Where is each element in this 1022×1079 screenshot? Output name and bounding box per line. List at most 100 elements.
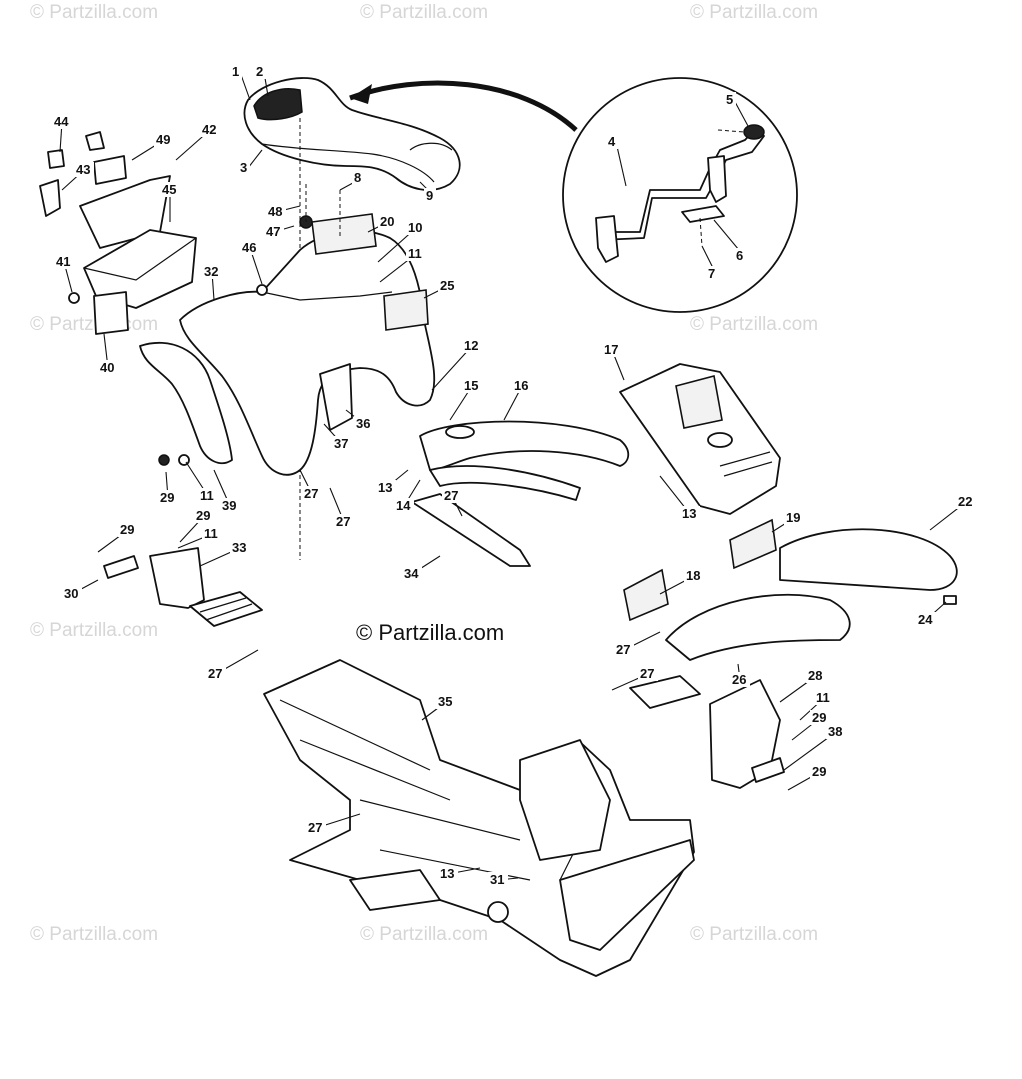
callout-34: 34: [404, 566, 419, 581]
storage-decal: [93, 291, 129, 335]
callout-40: 40: [100, 360, 114, 375]
callout-18: 18: [686, 568, 700, 583]
callout-26: 26: [732, 672, 746, 687]
callout-background: [462, 378, 482, 393]
callout-27: 27: [444, 488, 458, 503]
rear-right-fender: [779, 528, 958, 591]
watermark-text: © Partzilla.com: [690, 314, 818, 335]
frame-footpeg: [349, 869, 441, 911]
callout-background: [810, 764, 830, 779]
callout-background: [684, 568, 704, 583]
right-fender-group: [623, 518, 958, 789]
watermark-text: © Partzilla.com: [690, 2, 818, 23]
callout-29: 29: [160, 490, 174, 505]
callout-background: [266, 204, 286, 219]
latch-screw-line: [717, 129, 745, 133]
callout-3: 3: [240, 160, 247, 175]
seat-tail-curve: [409, 142, 453, 151]
callout-background: [602, 342, 622, 357]
callout-background: [206, 666, 226, 681]
front-fender-panel: [411, 493, 531, 567]
callout-16: 16: [514, 378, 528, 393]
callout-background: [62, 586, 82, 601]
callout-13: 13: [682, 506, 696, 521]
pod-vents: [719, 451, 773, 477]
callout-background: [332, 436, 352, 451]
callout-7: 7: [708, 266, 715, 281]
callout-22: 22: [958, 494, 972, 509]
watermark-text: © Partzilla.com: [360, 924, 488, 945]
callout-background: [352, 170, 364, 185]
callout-background: [230, 64, 242, 79]
callout-background: [424, 188, 436, 203]
fender-decal-top: [311, 213, 377, 255]
callout-29: 29: [120, 522, 134, 537]
latch-plate: [681, 205, 725, 223]
left-bracket-strip: [103, 555, 139, 579]
frame-front-plate: [519, 739, 611, 861]
callout-6: 6: [736, 248, 743, 263]
watermark-text: © Partzilla.com: [30, 2, 158, 23]
gauge-hole: [707, 432, 733, 448]
front-fender-group: [411, 363, 781, 567]
seat-latch-detail: [562, 77, 798, 313]
latch-bracket-left: [595, 215, 619, 263]
callout-27: 27: [208, 666, 222, 681]
callout-30: 30: [64, 586, 78, 601]
center-watermark: © Partzilla.com: [356, 620, 504, 645]
callout-background: [406, 220, 426, 235]
callout-background: [254, 64, 266, 79]
callout-background: [118, 522, 138, 537]
callout-background: [198, 488, 218, 503]
fender-rivet: [256, 284, 268, 296]
callout-10: 10: [408, 220, 422, 235]
callout-background: [264, 224, 284, 239]
fender-decal-side: [383, 289, 429, 331]
arrow-curve: [349, 80, 578, 132]
callout-39: 39: [222, 498, 236, 513]
callout-background: [158, 490, 178, 505]
watermark-text: © Partzilla.com: [690, 924, 818, 945]
callout-background: [406, 246, 426, 261]
callout-28: 28: [808, 668, 822, 683]
callout-8: 8: [354, 170, 361, 185]
callout-33: 33: [232, 540, 246, 555]
callout-background: [160, 182, 180, 197]
fender-bracket: [319, 363, 353, 431]
left-nut: [158, 454, 170, 466]
callout-37: 37: [334, 436, 348, 451]
callout-13: 13: [440, 866, 454, 881]
callout-background: [302, 486, 322, 501]
callout-background: [436, 694, 456, 709]
frame-group: [263, 659, 695, 977]
callout-43: 43: [76, 162, 90, 177]
watermark-text: © Partzilla.com: [30, 314, 158, 335]
right-footrest: [629, 675, 701, 709]
callout-background: [438, 866, 458, 881]
latch-clip-b: [85, 131, 105, 151]
callout-46: 46: [242, 240, 256, 255]
callout-background: [202, 264, 222, 279]
callout-38: 38: [828, 724, 842, 739]
box-label: [93, 155, 127, 185]
callout-background: [220, 498, 240, 513]
detail-arrow: [349, 80, 578, 132]
watermark-text: © Partzilla.com: [30, 924, 158, 945]
headlight-pod: [619, 363, 781, 515]
callout-20: 20: [380, 214, 394, 229]
watermark-text: © Partzilla.com: [30, 620, 158, 641]
seat-foam-pad: [253, 88, 303, 121]
leader-line-12: [431, 345, 473, 391]
storage-latch: [39, 179, 61, 217]
callout-background: [916, 612, 936, 627]
callout-background: [814, 690, 834, 705]
callout-background: [154, 132, 174, 147]
callout-background: [488, 872, 508, 887]
left-footwell-group: [103, 454, 263, 627]
callout-background: [724, 92, 736, 107]
callout-29: 29: [812, 710, 826, 725]
callout-background: [240, 240, 260, 255]
callout-background: [442, 488, 462, 503]
